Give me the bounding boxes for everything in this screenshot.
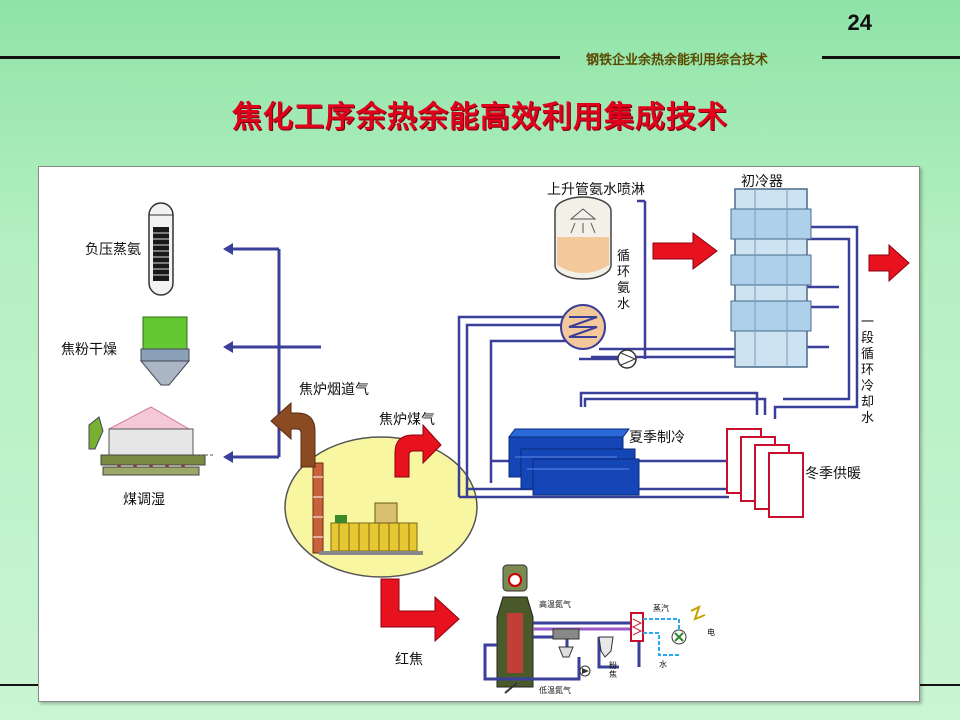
riser-spray-vessel xyxy=(554,196,612,280)
primary-cooler xyxy=(730,188,812,368)
process-diagram xyxy=(88,188,910,694)
label-electricity: 电 xyxy=(707,628,715,637)
coke-powder-dryer xyxy=(139,316,191,386)
label-red-coke: 红焦 xyxy=(395,652,423,668)
label-primary-cooler: 初冷器 xyxy=(741,174,783,190)
circulation-pump xyxy=(617,349,637,369)
label-summer-cooling: 夏季制冷 xyxy=(629,430,685,446)
footer-rule-right xyxy=(920,684,960,686)
coal-moisture-control-unit xyxy=(88,406,215,476)
label-high-temp-nitrogen: 高温氮气 xyxy=(539,600,571,609)
left-arrowheads xyxy=(223,243,233,463)
label-flue-gas: 焦炉烟道气 xyxy=(299,382,369,398)
slide-number: 24 xyxy=(847,10,872,35)
diagram-panel: 负压蒸氨 焦粉干燥 煤调湿 焦炉烟道气 焦炉煤气 上升管氨水喷淋 循环氨水 初冷… xyxy=(38,166,920,702)
header-rule-right xyxy=(822,56,960,59)
gas-output-arrow xyxy=(868,243,910,283)
header-caption: 钢铁企业余热余能利用综合技术 xyxy=(586,53,769,68)
flue-gas-arrow xyxy=(270,401,316,468)
summer-chiller-unit xyxy=(508,428,640,496)
coke-oven-battery xyxy=(284,436,478,578)
label-ammonia-distillation: 负压蒸氨 xyxy=(85,242,141,258)
winter-heating-radiators xyxy=(726,428,804,518)
ammonia-heat-exchanger xyxy=(560,304,606,350)
label-winter-heating: 冬季供暖 xyxy=(805,466,861,482)
label-low-temp-nitrogen: 低温氮气 xyxy=(539,686,571,695)
page-title: 焦化工序余热余能高效利用集成技术 xyxy=(232,100,728,135)
footer-rule-left xyxy=(0,684,38,686)
label-water: 水 xyxy=(659,660,667,669)
label-coke-oven-gas: 焦炉煤气 xyxy=(379,412,435,428)
ammonia-still-column xyxy=(148,202,174,296)
label-stage-one-cooling-water: 一段循环冷却水 xyxy=(861,315,875,426)
header-rule-left xyxy=(0,56,560,59)
red-coke-arrow xyxy=(380,578,460,643)
dry-quenching-system xyxy=(483,564,706,694)
coke-oven-gas-arrow xyxy=(394,423,442,478)
label-coke-powder: 粉焦 xyxy=(609,661,617,679)
label-coke-powder-drying: 焦粉干燥 xyxy=(61,342,117,358)
label-circulating-ammonia: 循环氨水 xyxy=(617,249,631,312)
label-steam: 蒸汽 xyxy=(653,604,669,613)
gas-to-cooler-arrow xyxy=(652,232,718,270)
label-riser-spray: 上升管氨水喷淋 xyxy=(547,182,645,198)
label-coal-moisture-control: 煤调湿 xyxy=(123,492,165,508)
